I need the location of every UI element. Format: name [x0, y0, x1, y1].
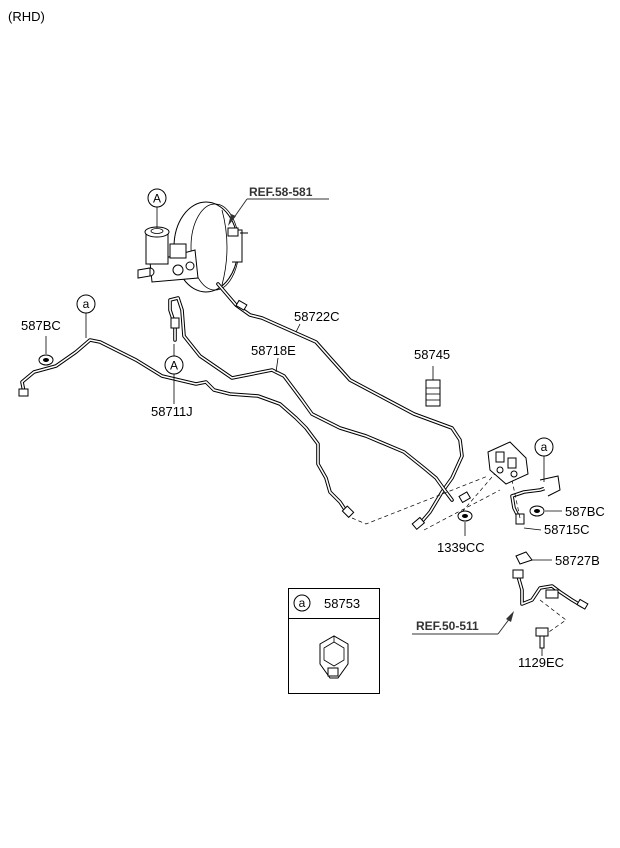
grommet-587BC-right[interactable]	[529, 505, 562, 517]
marker-a-left: a	[76, 294, 96, 338]
brake-pipe-58718E[interactable]	[168, 296, 472, 504]
label-1339CC[interactable]: 1339CC	[437, 540, 485, 555]
svg-text:A: A	[153, 192, 161, 206]
label-58745[interactable]: 58745	[414, 347, 450, 362]
booster-ref-arrow-icon	[228, 214, 236, 226]
svg-text:a: a	[299, 596, 306, 610]
svg-text:A: A	[170, 359, 178, 373]
bolt-1129EC[interactable]	[535, 627, 549, 656]
marker-a-right: a	[534, 437, 554, 482]
booster-ref-callout[interactable]: REF.58-581	[228, 185, 329, 226]
clip-58745[interactable]	[425, 366, 441, 407]
abs-ref-label[interactable]: REF.50-511	[416, 619, 479, 633]
booster-ref-label[interactable]: REF.58-581	[249, 185, 313, 199]
brake-pipe-58715C[interactable]	[510, 484, 554, 525]
label-58711J[interactable]: 58711J	[151, 404, 193, 419]
brake-pipe-58722C[interactable]	[216, 282, 464, 530]
abs-ref-arrow-icon	[506, 611, 514, 622]
label-58727B[interactable]: 58727B	[555, 553, 600, 568]
label-58715C[interactable]: 58715C	[544, 522, 590, 537]
variant-label: (RHD)	[8, 9, 45, 24]
label-587BC-left[interactable]: 587BC	[21, 318, 61, 333]
part-labels: 587BC 58722C 58718E 58711J 58745 587BC 5…	[21, 309, 605, 670]
marker-A-upper: A	[147, 188, 167, 228]
abs-hose[interactable]	[512, 569, 589, 610]
label-1129EC[interactable]: 1129EC	[518, 655, 564, 670]
grommet-1339CC[interactable]	[457, 510, 473, 536]
label-587BC-right[interactable]: 587BC	[565, 504, 605, 519]
assembly-guide-lines	[351, 469, 567, 635]
brake-booster-assembly[interactable]	[137, 201, 248, 293]
svg-text:a: a	[541, 440, 548, 454]
svg-text:a: a	[83, 297, 90, 311]
clip-58727B[interactable]	[515, 551, 552, 565]
marker-A-lower: A	[164, 344, 184, 375]
label-58722C[interactable]: 58722C	[294, 309, 340, 324]
grommet-587BC-left[interactable]	[38, 336, 54, 366]
brake-pipe-58711J[interactable]	[18, 338, 355, 519]
abs-ref-callout[interactable]: REF.50-511	[412, 611, 514, 635]
abs-modulator[interactable]	[487, 441, 561, 497]
clip-58753-icon	[319, 635, 349, 679]
inset-box: a 58753	[288, 588, 380, 694]
inset-part-number[interactable]: 58753	[324, 596, 360, 611]
label-58718E[interactable]: 58718E	[251, 343, 296, 358]
